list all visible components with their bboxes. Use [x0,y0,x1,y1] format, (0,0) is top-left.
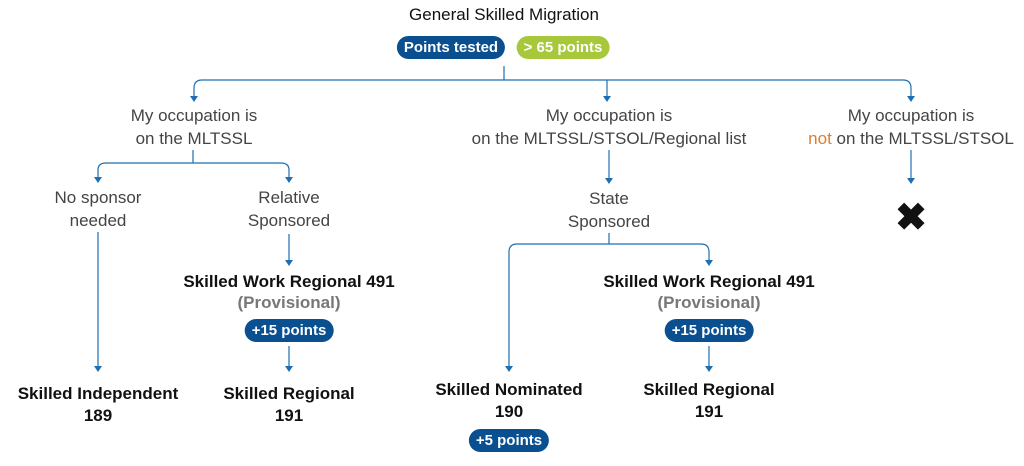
skilled-nominated-title: Skilled Nominated [435,380,583,399]
left-491-bonus-badge: +15 points [244,319,334,342]
left-branch-label-2: on the MLTSSL [135,129,253,148]
left-branch-label-1: My occupation is [130,106,258,125]
cross-icon: ✖ [895,197,927,239]
not-highlight: not [808,129,832,148]
arrowhead [94,177,102,183]
arrowhead [505,366,513,372]
diagram-title: General Skilled Migration [409,5,599,24]
left-skilled-regional-title: Skilled Regional [223,384,355,403]
arrowhead [603,96,611,102]
state-sponsored-label-1: State [589,189,629,208]
arrowhead [705,366,713,372]
middle-skilled-regional-title: Skilled Regional [643,380,775,399]
relative-sponsored-label-1: Relative [258,188,320,207]
no-sponsor-label-2: needed [69,211,127,230]
top-branch-connector [193,79,912,96]
middle-branch-label-1: My occupation is [545,106,673,125]
no-sponsor-label-1: No sponsor [54,188,142,207]
left-visa-491-title: Skilled Work Regional 491 [183,272,395,291]
middle-visa-491-title: Skilled Work Regional 491 [603,272,815,291]
right-branch-label-2: not on the MLTSSL/STSOL [808,127,1014,151]
skilled-nominated-code: 190 [494,402,524,421]
nominated-bonus-badge: +5 points [468,429,550,452]
arrowhead [285,366,293,372]
points-threshold-badge: > 65 points [516,36,610,59]
state-split-connector [508,233,710,366]
left-visa-491-provisional: (Provisional) [237,293,341,312]
arrowhead [907,96,915,102]
arrowhead [285,177,293,183]
points-tested-badge: Points tested [396,36,506,59]
relative-sponsored-label-2: Sponsored [247,211,331,230]
arrowhead [190,96,198,102]
middle-visa-491-provisional: (Provisional) [657,293,761,312]
arrowhead [907,178,915,184]
middle-branch-label-2: on the MLTSSL/STSOL/Regional list [471,129,747,148]
state-sponsored-label-2: Sponsored [567,212,651,231]
middle-491-bonus-badge: +15 points [664,319,754,342]
skilled-independent-title: Skilled Independent [17,384,179,403]
arrowhead [285,260,293,266]
arrowhead [705,260,713,266]
arrowhead [605,178,613,184]
skilled-independent-code: 189 [83,406,113,425]
left-skilled-regional-code: 191 [274,406,304,425]
arrowhead [94,366,102,372]
left-split-connector [97,150,290,177]
right-branch-label-rest: on the MLTSSL/STSOL [831,129,1014,148]
middle-skilled-regional-code: 191 [694,402,724,421]
right-branch-label-1: My occupation is [847,106,975,125]
